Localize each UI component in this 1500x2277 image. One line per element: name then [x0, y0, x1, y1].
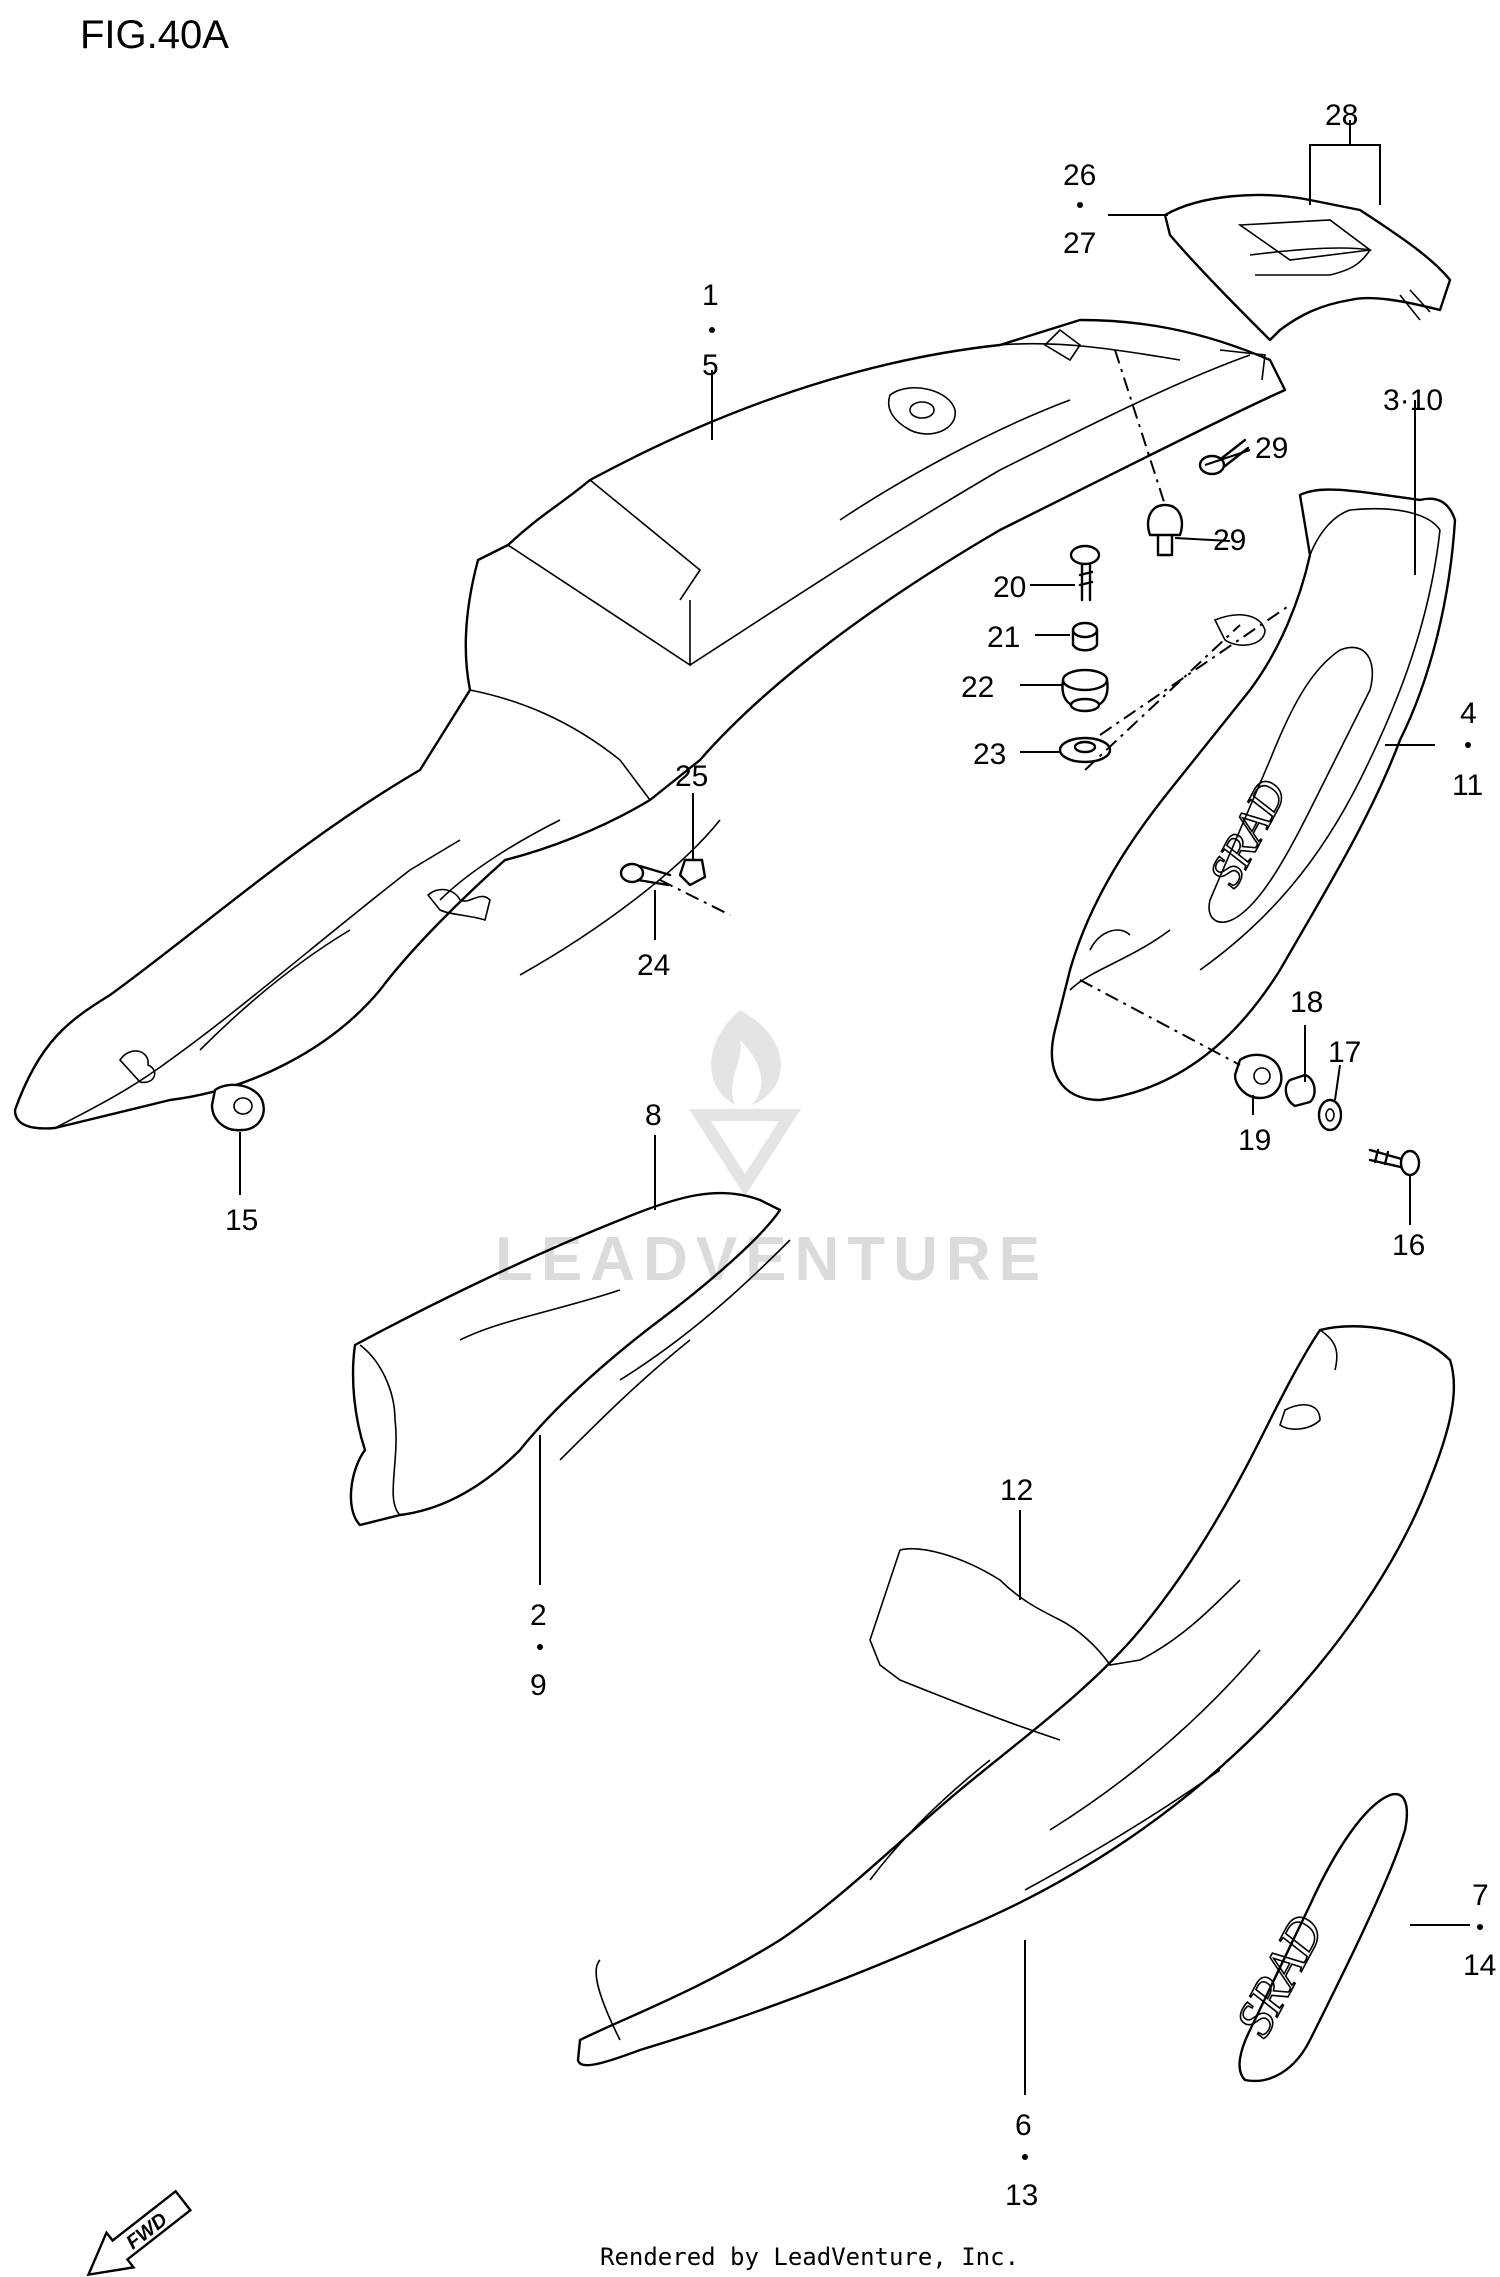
side-cover-right: SRAD [1050, 488, 1457, 1102]
fwd-arrow: FWD [86, 2189, 193, 2277]
callout-7: 7 [1472, 1879, 1489, 1912]
callout-28: 28 [1325, 99, 1358, 132]
callout-5: 5 [702, 349, 719, 382]
callout-18: 18 [1290, 986, 1323, 1019]
svg-text:SRAD: SRAD [1199, 771, 1297, 894]
callout-27: 27 [1063, 227, 1096, 260]
screw-24 [619, 862, 672, 887]
collar-18 [1284, 1073, 1316, 1108]
callout-3-10: 3·10 [1383, 384, 1443, 417]
srad-decal-emblem: SRAD [1224, 1792, 1409, 2083]
callout-6: 6 [1015, 2109, 1032, 2142]
grommet-19 [1233, 1053, 1283, 1100]
callout-21: 21 [987, 621, 1020, 654]
callout-4: 4 [1460, 697, 1477, 730]
watermark-text: LEADVENTURE [495, 1225, 1048, 1294]
screw-29-upper [1198, 438, 1250, 476]
callout-labels: 1 5 26 27 28 3·10 29 29 20 21 22 23 4 11… [225, 99, 1496, 2212]
callout-13: 13 [1005, 2179, 1038, 2212]
callout-19: 19 [1238, 1124, 1271, 1157]
collar-21 [1071, 621, 1099, 652]
callout-26: 26 [1063, 159, 1096, 192]
leader-lines [239, 120, 1470, 2095]
callout-14: 14 [1463, 1949, 1496, 1982]
callout-29-lower: 29 [1213, 524, 1246, 557]
grommet-22 [1061, 668, 1109, 713]
hardware-parts [210, 438, 1421, 1177]
frame-cover-lower [576, 1325, 1456, 2067]
figure-title: FIG.40A [80, 13, 229, 57]
washer-17 [1317, 1098, 1343, 1132]
callout-12: 12 [1000, 1474, 1033, 1507]
callout-8: 8 [645, 1099, 662, 1132]
callout-1: 1 [702, 279, 719, 312]
grommet-15 [210, 1083, 265, 1132]
washer-23 [1058, 736, 1112, 764]
callout-29-upper: 29 [1255, 432, 1288, 465]
callout-15: 15 [225, 1204, 258, 1237]
credit-text: Rendered by LeadVenture, Inc. [600, 2243, 1019, 2271]
callout-20: 20 [993, 571, 1026, 604]
screw-20 [1069, 544, 1101, 602]
screw-29-lower [1146, 503, 1184, 557]
callout-2: 2 [530, 1599, 547, 1632]
seat-tail-cover-upper [13, 318, 1287, 1130]
callout-25: 25 [675, 760, 708, 793]
callout-23: 23 [973, 738, 1006, 771]
bolt-16 [1368, 1148, 1421, 1177]
callout-17: 17 [1328, 1036, 1361, 1069]
callout-24: 24 [637, 949, 670, 982]
callout-9: 9 [530, 1669, 547, 1702]
callout-22: 22 [961, 671, 994, 704]
side-cover-left-lower [349, 1191, 791, 1527]
clip-nut-25 [678, 858, 707, 887]
tail-cap [1163, 193, 1452, 342]
callout-16: 16 [1392, 1229, 1425, 1262]
callout-11: 11 [1452, 769, 1483, 802]
assembly-lines [659, 349, 1291, 1066]
watermark: LEADVENTURE [495, 1010, 1048, 1294]
